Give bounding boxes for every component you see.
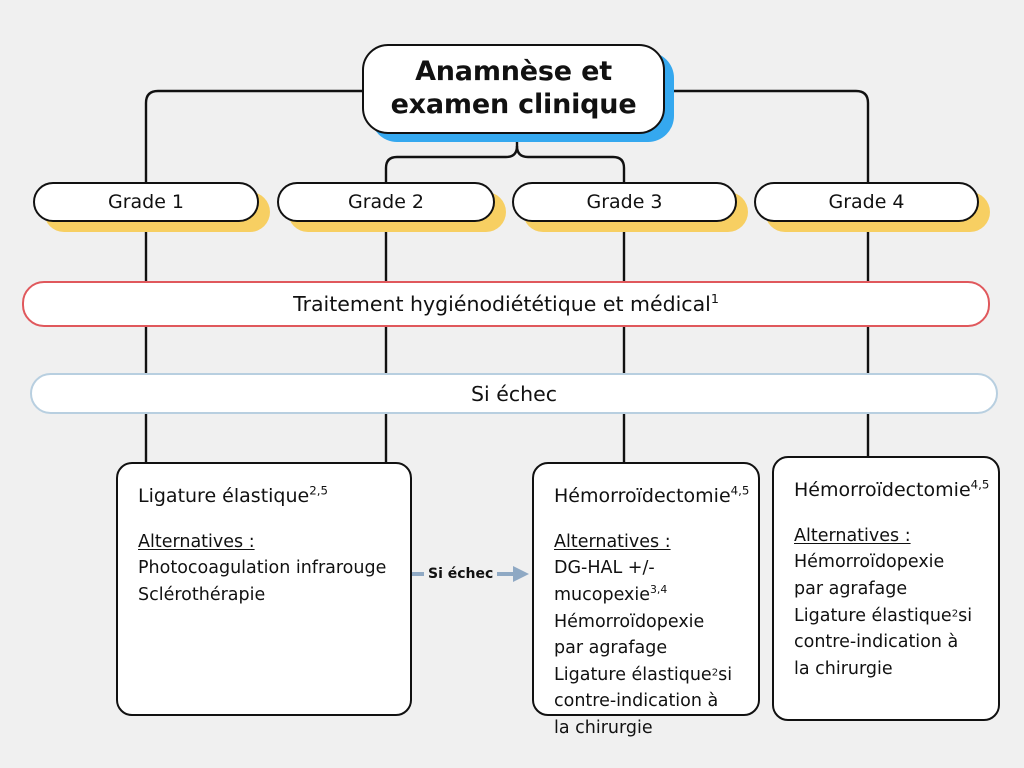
card-3-item-1-superscript: 2 bbox=[951, 608, 959, 620]
card-1-alternatives-label: Alternatives : bbox=[138, 531, 255, 552]
root-node-line1: Anamnèse et bbox=[415, 56, 612, 88]
card-2-title-text: Hémorroïdectomie bbox=[554, 485, 731, 507]
wire-root-to-grade1 bbox=[144, 89, 362, 182]
card-1-title-text: Ligature élastique bbox=[138, 485, 310, 507]
card-3-item-1-suffix: si contre-indication à la chirurgie bbox=[794, 605, 973, 679]
treatment-bar-superscript: 1 bbox=[710, 291, 719, 307]
wire-root-to-grade2 bbox=[384, 145, 519, 182]
grade-1-label: Grade 1 bbox=[107, 191, 185, 213]
wire-root-to-grade3 bbox=[515, 145, 626, 182]
card-hemorroidectomie-grade4[interactable]: Hémorroïdectomie4,5 Alternatives : Hémor… bbox=[772, 456, 1000, 721]
card-1-alternatives-list: Photocoagulation infrarouge Sclérothérap… bbox=[138, 555, 390, 608]
grade-2-node[interactable]: Grade 2 bbox=[277, 182, 495, 222]
treatment-bar-node[interactable]: Traitement hygiénodiététique et médical1 bbox=[22, 281, 990, 327]
card-2-title-superscript: 4,5 bbox=[730, 483, 750, 498]
grade-4-node[interactable]: Grade 4 bbox=[754, 182, 979, 222]
card-2-item-2-suffix: si contre-indication à la chirurgie bbox=[554, 664, 733, 739]
si-echec-arrow-label: Si échec bbox=[428, 566, 494, 582]
card-2-item-2: Ligature élastique2si contre-indication … bbox=[554, 662, 738, 742]
grade-3-node[interactable]: Grade 3 bbox=[512, 182, 737, 222]
card-2-item-2-text: Ligature élastique bbox=[554, 664, 712, 685]
treatment-bar-label: Traitement hygiénodiététique et médical1 bbox=[293, 292, 719, 316]
card-1-title: Ligature élastique2,5 bbox=[138, 482, 390, 511]
grade-1-node[interactable]: Grade 1 bbox=[33, 182, 259, 222]
card-2-spacer bbox=[554, 519, 738, 529]
card-3-item-1: Ligature élastique2si contre-indication … bbox=[794, 603, 978, 683]
card-2-alternatives-label: Alternatives : bbox=[554, 531, 671, 552]
card-3-title-superscript: 4,5 bbox=[970, 477, 990, 492]
card-2-item-0-superscript: 3,4 bbox=[650, 583, 668, 597]
card-1-spacer bbox=[138, 519, 390, 529]
si-echec-bar-label: Si échec bbox=[471, 381, 557, 406]
card-2-item-2-superscript: 2 bbox=[711, 667, 719, 679]
card-3-title: Hémorroïdectomie4,5 bbox=[794, 476, 989, 505]
treatment-bar-text: Traitement hygiénodiététique et médical bbox=[293, 292, 711, 316]
card-hemorroidectomie-grade3[interactable]: Hémorroïdectomie4,5 Alternatives : DG-HA… bbox=[532, 462, 760, 738]
card-2-item-1: Hémorroïdopexie par agrafage bbox=[554, 611, 705, 659]
card-2-item-0: DG-HAL +/- mucopexie3,4 bbox=[554, 555, 738, 608]
card-2-alternatives-list: DG-HAL +/- mucopexie3,4 Hémorroïdopexie … bbox=[554, 555, 738, 741]
card-3-alternatives-label: Alternatives : bbox=[794, 525, 911, 546]
card-1-item-0: Photocoagulation infrarouge bbox=[138, 558, 387, 579]
card-2-title: Hémorroïdectomie4,5 bbox=[554, 482, 749, 511]
card-2-item-0-text: DG-HAL +/- mucopexie bbox=[554, 558, 655, 606]
card-3-title-text: Hémorroïdectomie bbox=[794, 479, 971, 501]
card-3-item-1-text: Ligature élastique bbox=[794, 605, 952, 626]
grade-2-label: Grade 2 bbox=[347, 191, 425, 213]
card-1-title-superscript: 2,5 bbox=[309, 483, 328, 498]
card-ligature-elastique[interactable]: Ligature élastique2,5 Alternatives : Pho… bbox=[116, 462, 412, 716]
card-1-item-1: Sclérothérapie bbox=[138, 585, 266, 606]
root-node-line2: examen clinique bbox=[390, 89, 637, 120]
root-node-anamnese[interactable]: Anamnèse et examen clinique bbox=[362, 44, 665, 134]
card-3-item-0: Hémorroïdopexie par agrafage bbox=[794, 552, 945, 600]
wire-root-to-grade4 bbox=[672, 89, 870, 182]
grade-3-label: Grade 3 bbox=[586, 191, 663, 213]
card-3-alternatives-list: Hémorroïdopexie par agrafage Ligature él… bbox=[794, 549, 978, 682]
card-3-spacer bbox=[794, 513, 978, 523]
grade-4-label: Grade 4 bbox=[828, 191, 905, 213]
si-echec-bar-node[interactable]: Si échec bbox=[30, 373, 998, 414]
